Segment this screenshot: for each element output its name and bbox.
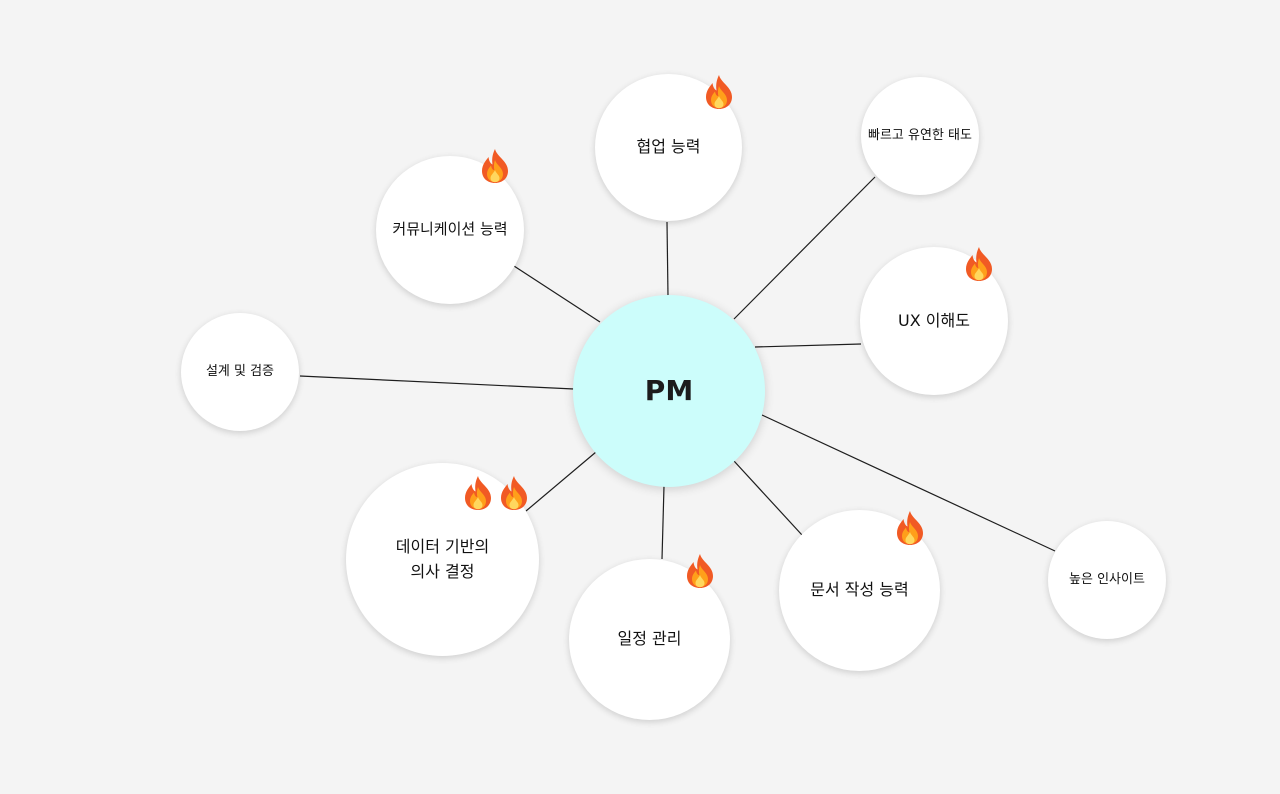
- node-label: 설계 및 검증: [205, 363, 275, 379]
- connector-schedule: [661, 485, 665, 560]
- fire-icon: [687, 554, 713, 588]
- flames-schedule: [684, 553, 716, 589]
- fire-icon: [482, 149, 508, 183]
- node-label: 빠르고 유연한 태도: [868, 127, 972, 143]
- fire-icon: [966, 247, 992, 281]
- fire-icon: [501, 476, 527, 510]
- connector-quick-flexible: [733, 176, 876, 320]
- node-label: 문서 작성 능력: [810, 580, 909, 600]
- node-label: 협업 능력: [636, 137, 701, 157]
- node-quick-flexible: 빠르고 유연한 태도: [861, 77, 979, 195]
- flames-communication: [479, 148, 511, 184]
- flames-collaboration: [703, 74, 735, 110]
- node-label: 커뮤니케이션 능력: [392, 220, 508, 239]
- connector-communication: [513, 265, 601, 323]
- fire-icon: [897, 511, 923, 545]
- node-label: 데이터 기반의 의사 결정: [395, 536, 490, 581]
- connector-ux-understanding: [754, 343, 862, 348]
- flames-data-decision: [462, 475, 530, 511]
- fire-icon: [706, 75, 732, 109]
- flames-ux-understanding: [963, 246, 995, 282]
- center-node: PM: [573, 295, 765, 487]
- connector-design-validation: [299, 375, 575, 390]
- fire-icon: [465, 476, 491, 510]
- center-label: PM: [644, 374, 694, 408]
- node-label: 높은 인사이트: [1069, 571, 1145, 587]
- connector-insight: [761, 414, 1056, 552]
- node-label: 일정 관리: [617, 629, 682, 649]
- flames-documentation: [894, 510, 926, 546]
- connector-data-decision: [525, 451, 597, 512]
- node-label: UX 이해도: [898, 310, 970, 330]
- node-insight: 높은 인사이트: [1048, 521, 1166, 639]
- node-design-validation: 설계 및 검증: [181, 313, 299, 431]
- connector-collaboration: [666, 221, 669, 297]
- connector-documentation: [733, 460, 803, 536]
